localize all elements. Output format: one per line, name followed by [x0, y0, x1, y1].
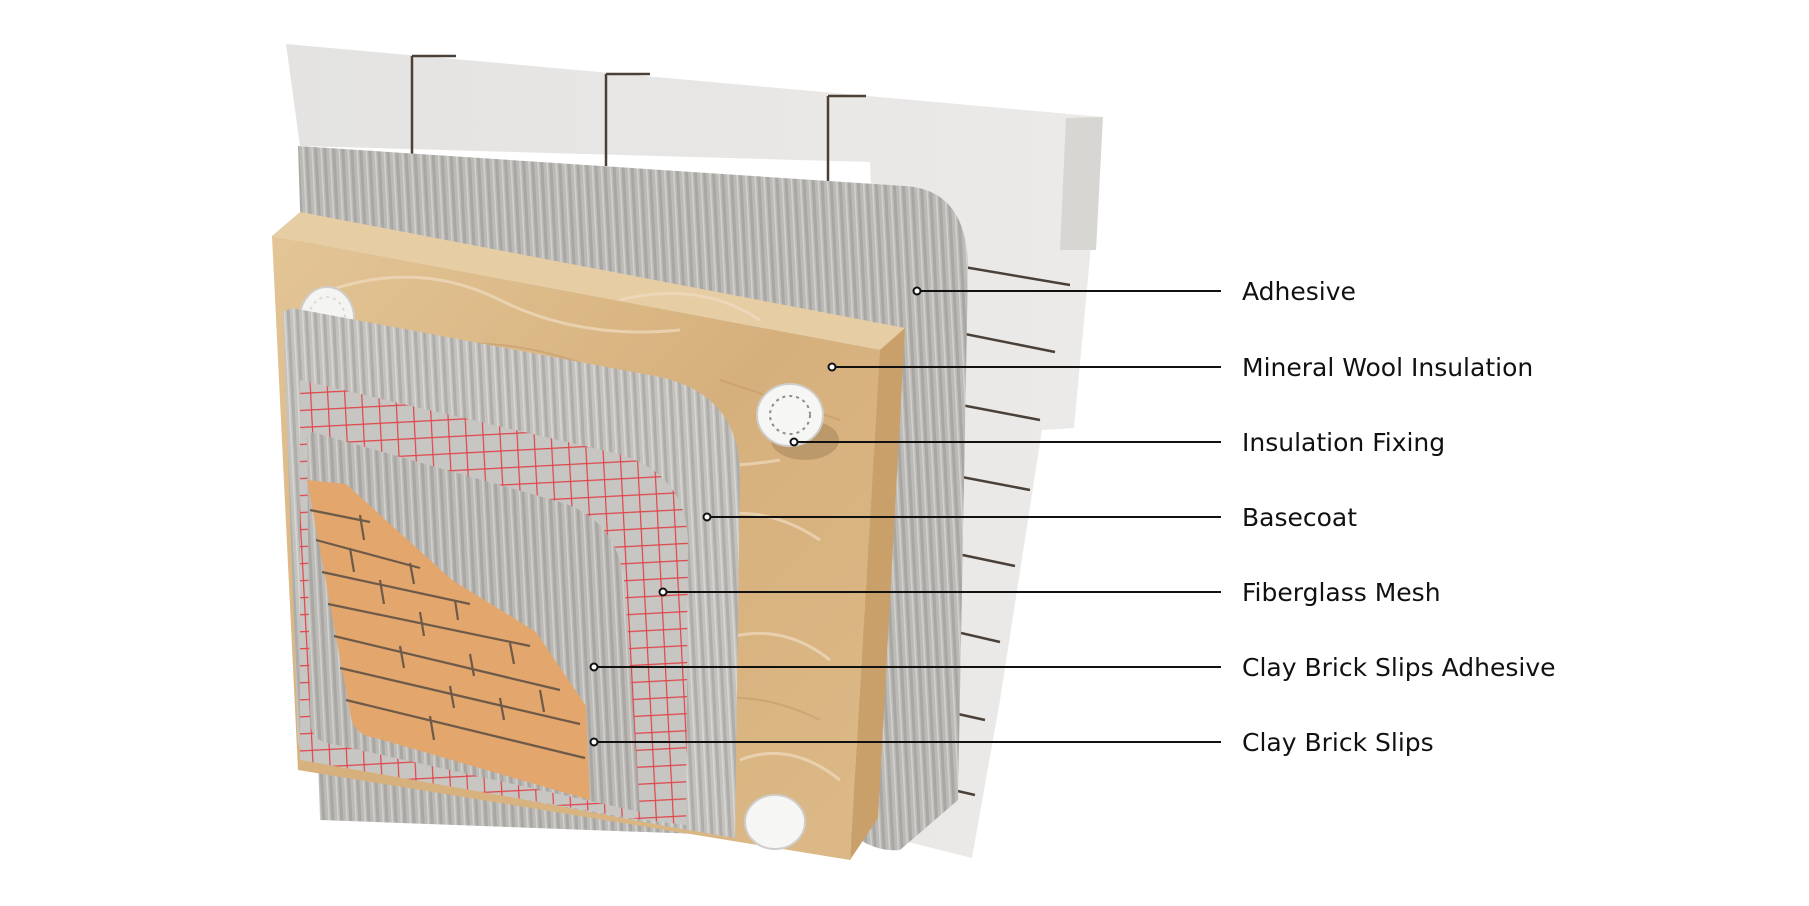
callout-dot [589, 662, 599, 672]
callout-dot [912, 286, 922, 296]
callout-dot [789, 437, 799, 447]
label-adhesive: Adhesive [1242, 277, 1356, 306]
callout-clay-brick-slips: Clay Brick Slips [589, 728, 1434, 757]
callout-clay-brick-slips-adhesive: Clay Brick Slips Adhesive [589, 653, 1556, 682]
callout-dot [589, 737, 599, 747]
label-basecoat: Basecoat [1242, 503, 1357, 532]
callout-dot [658, 587, 668, 597]
insulation-fixing-bottom [744, 794, 806, 850]
callout-adhesive: Adhesive [912, 277, 1356, 306]
label-mineral-wool-insulation: Mineral Wool Insulation [1242, 353, 1533, 382]
label-clay-brick-slips-adhesive: Clay Brick Slips Adhesive [1242, 653, 1556, 682]
callout-dot [702, 512, 712, 522]
callout-fiberglass-mesh: Fiberglass Mesh [658, 578, 1441, 607]
label-insulation-fixing: Insulation Fixing [1242, 428, 1445, 457]
insulation-fixing-middle [756, 383, 839, 460]
callout-insulation-fixing: Insulation Fixing [789, 428, 1445, 457]
label-clay-brick-slips: Clay Brick Slips [1242, 728, 1434, 757]
callout-dot [827, 362, 837, 372]
label-fiberglass-mesh: Fiberglass Mesh [1242, 578, 1441, 607]
clay-brick-slips-layer [307, 480, 590, 800]
callout-basecoat: Basecoat [702, 503, 1357, 532]
callout-mineral-wool: Mineral Wool Insulation [827, 353, 1533, 382]
